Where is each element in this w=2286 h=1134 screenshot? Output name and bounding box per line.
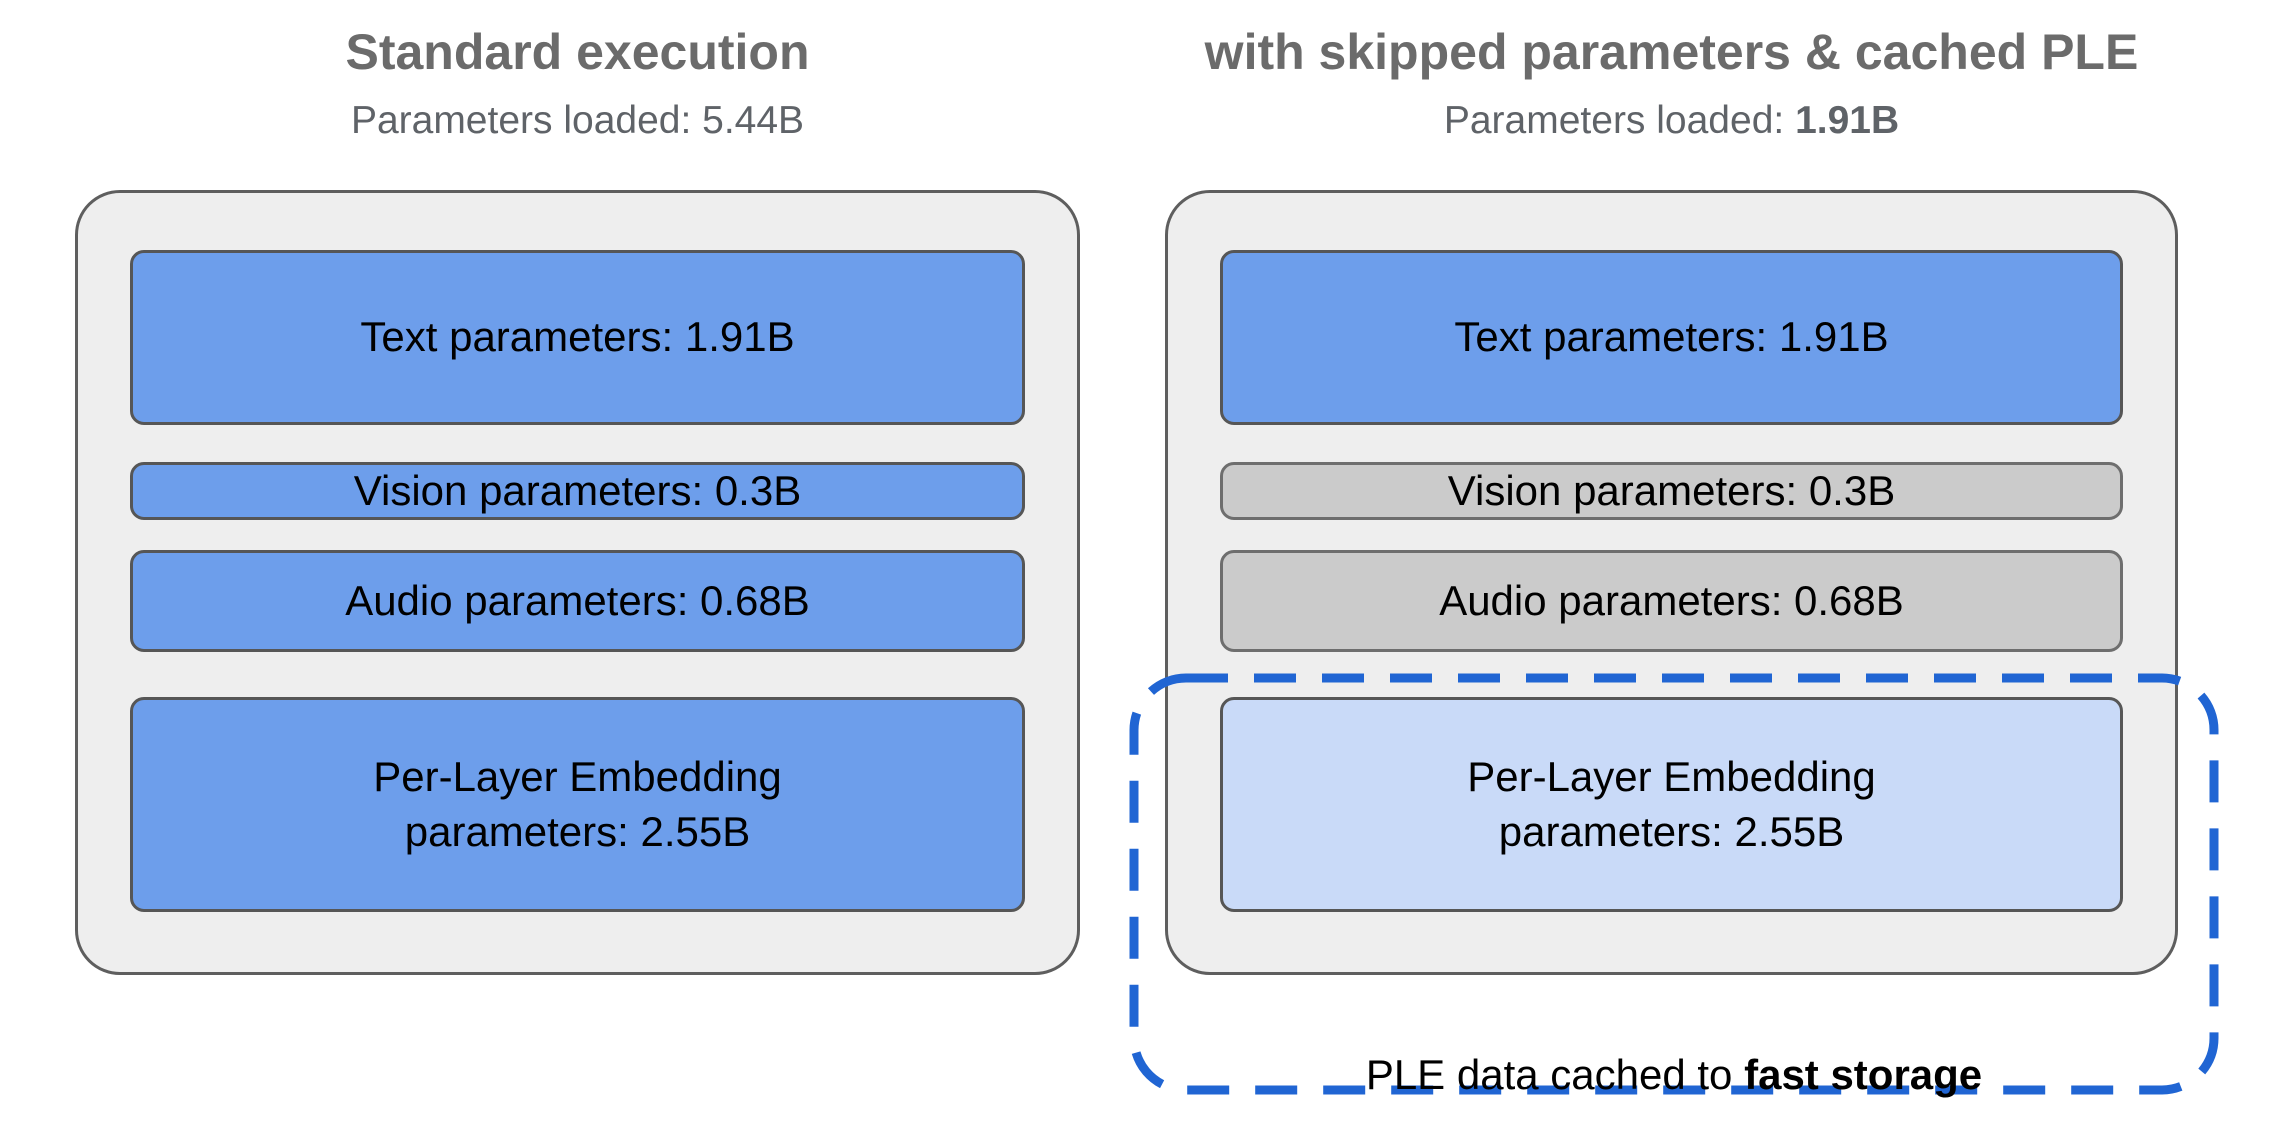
audio-parameters-box-skipped: Audio parameters: 0.68B [1220, 550, 2123, 652]
audio-parameters-label: Audio parameters: 0.68B [345, 576, 810, 624]
standard-execution-title: Standard execution [345, 24, 810, 80]
per-layer-embedding-label-line1: Per-Layer Embedding [373, 752, 782, 800]
per-layer-embedding-box: Per-Layer Embedding parameters: 2.55B [130, 697, 1025, 912]
standard-execution-panel: Standard execution Parameters loaded: 5.… [75, 22, 1080, 975]
standard-execution-subtitle: Parameters loaded: 5.44B [75, 98, 1080, 145]
parameters-loaded-value: 1.91B [1795, 99, 1900, 142]
text-parameters-label: Text parameters: 1.91B [360, 313, 795, 361]
ple-cache-caption-bold: fast storage [1744, 1051, 1983, 1098]
per-layer-embedding-label-line1: Per-Layer Embedding [1467, 752, 1876, 800]
vision-parameters-label: Vision parameters: 0.3B [1447, 466, 1896, 514]
text-parameters-label: Text parameters: 1.91B [1454, 313, 1889, 361]
text-parameters-box: Text parameters: 1.91B [1220, 250, 2123, 425]
per-layer-embedding-box-cached: Per-Layer Embedding parameters: 2.55B [1220, 697, 2123, 912]
skipped-parameters-panel: with skipped parameters & cached PLE Par… [1165, 22, 2178, 975]
parameters-loaded-value: 5.44B [702, 99, 805, 142]
per-layer-embedding-label-line2: parameters: 2.55B [404, 807, 751, 855]
ple-cache-caption-prefix: PLE data cached to [1365, 1051, 1745, 1098]
subtitle-prefix: Parameters loaded: [1443, 99, 1796, 142]
skipped-model-container: Text parameters: 1.91B Vision parameters… [1165, 190, 2178, 975]
vision-parameters-box: Vision parameters: 0.3B [130, 462, 1025, 520]
skipped-parameters-subtitle: Parameters loaded: 1.91B [1165, 98, 2178, 145]
vision-parameters-box-skipped: Vision parameters: 0.3B [1220, 462, 2123, 520]
audio-parameters-box: Audio parameters: 0.68B [130, 550, 1025, 652]
skipped-parameters-title: with skipped parameters & cached PLE [1204, 24, 2139, 80]
standard-model-container: Text parameters: 1.91B Vision parameters… [75, 190, 1080, 975]
ple-cache-caption: PLE data cached to fast storage [1128, 1050, 2220, 1100]
subtitle-prefix: Parameters loaded: [350, 99, 703, 142]
per-layer-embedding-label-line2: parameters: 2.55B [1498, 807, 1845, 855]
audio-parameters-label: Audio parameters: 0.68B [1439, 576, 1904, 624]
vision-parameters-label: Vision parameters: 0.3B [353, 466, 802, 514]
text-parameters-box: Text parameters: 1.91B [130, 250, 1025, 425]
